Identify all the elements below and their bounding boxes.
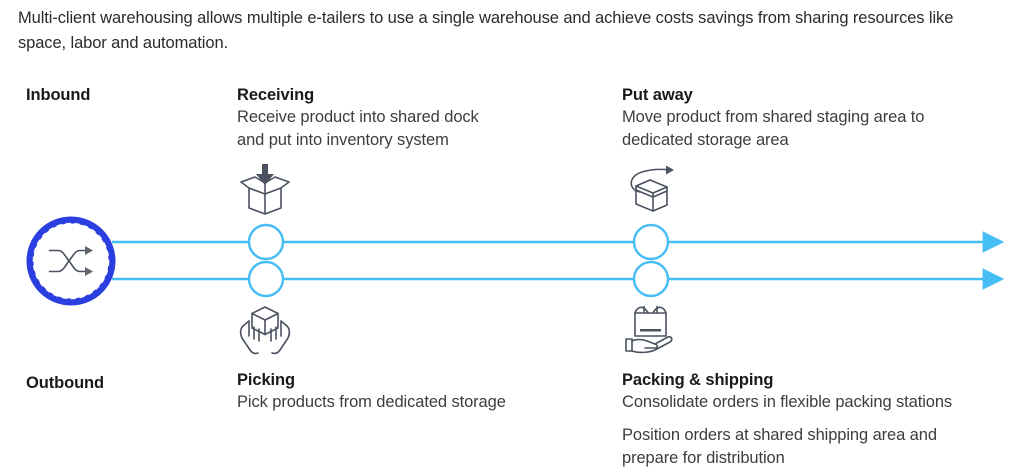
put-away-node[interactable] (632, 223, 670, 261)
stage-receiving-desc-line1: Receive product into shared dock (237, 108, 479, 126)
packing-shipping-node[interactable] (632, 260, 670, 298)
stage-receiving-title: Receiving (237, 86, 315, 104)
stage-picking-title: Picking (237, 371, 295, 389)
stage-put-away[interactable]: Put away Move product from shared stagin… (622, 86, 1022, 216)
stage-receiving[interactable]: Receiving Receive product into shared do… (237, 86, 637, 216)
stage-receiving-desc-line2: and put into inventory system (237, 131, 449, 149)
stage-packing-shipping[interactable]: Packing & shipping Consolidate orders in… (622, 305, 1022, 470)
stage-put-away-title: Put away (622, 86, 693, 104)
stage-packing-shipping-desc-line1: Consolidate orders in flexible packing s… (622, 393, 953, 411)
hands-holding-box-icon (239, 306, 291, 355)
inbound-label: Inbound (26, 86, 91, 104)
picking-node[interactable] (247, 260, 285, 298)
stage-put-away-desc-line2: dedicated storage area (622, 131, 789, 149)
hand-holding-parcel-icon (625, 305, 673, 354)
intro-paragraph: Multi-client warehousing allows multiple… (18, 9, 954, 52)
stage-picking[interactable]: Picking Pick products from dedicated sto… (237, 305, 637, 414)
box-move-arrow-icon (630, 165, 674, 212)
stage-picking-desc-line1: Pick products from dedicated storage (237, 393, 506, 411)
outbound-label: Outbound (26, 374, 105, 392)
stage-packing-shipping-desc-line2: Position orders at shared shipping area … (622, 426, 937, 444)
stage-put-away-desc-line1: Move product from shared staging area to (622, 108, 925, 126)
stage-packing-shipping-desc-line3: prepare for distribution (622, 449, 785, 467)
open-box-inbound-arrow-icon (240, 164, 290, 215)
stage-packing-shipping-title: Packing & shipping (622, 371, 774, 389)
shuffle-icon (26, 216, 116, 306)
receiving-node[interactable] (247, 223, 285, 261)
warehouse-hub[interactable] (25, 215, 117, 307)
